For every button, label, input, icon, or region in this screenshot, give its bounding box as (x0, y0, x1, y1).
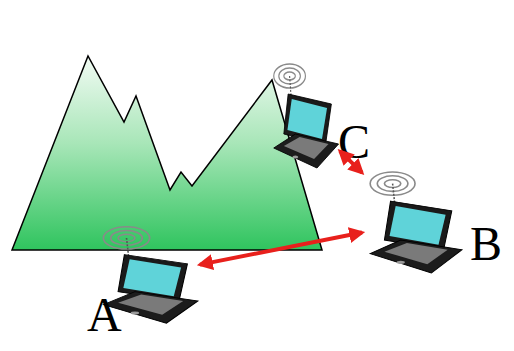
node-label: A (87, 291, 122, 339)
screen (287, 99, 327, 139)
wave (284, 72, 296, 80)
node-label: C (338, 118, 370, 166)
keyboard (284, 137, 329, 159)
node-label: B (470, 220, 502, 268)
laptop-base (274, 134, 339, 168)
touchpad (292, 155, 298, 158)
screen (390, 206, 446, 245)
laptop-base (370, 240, 462, 273)
screen (123, 259, 181, 296)
antenna (290, 76, 291, 96)
wave (103, 227, 149, 249)
laptop-icon (268, 62, 340, 170)
wireless-link (200, 233, 362, 265)
keyboard (384, 243, 447, 264)
antenna (127, 238, 129, 257)
wireless-link (340, 151, 362, 172)
keyboard (118, 294, 183, 314)
mountain-shape (12, 56, 322, 250)
laptop-icon (362, 170, 464, 275)
antenna (393, 184, 395, 203)
antenna-waves (103, 227, 149, 249)
touchpad (397, 261, 405, 264)
laptop-node: B (362, 170, 464, 275)
touchpad (131, 311, 139, 314)
wave (279, 68, 301, 84)
laptop-node: A (95, 225, 200, 325)
laptop-node: C (268, 62, 340, 170)
